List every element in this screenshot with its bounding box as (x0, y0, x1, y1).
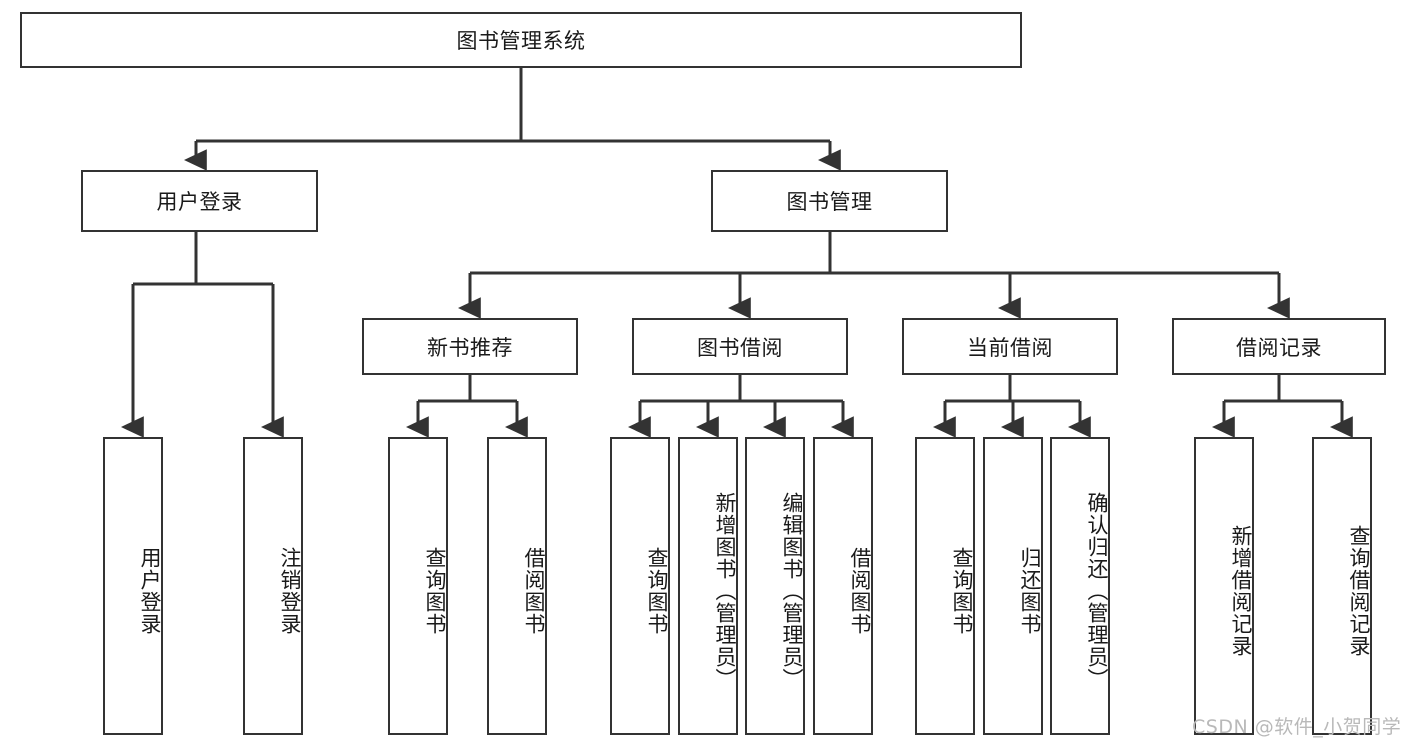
node-label: 借阅记录 (1236, 335, 1322, 360)
node-label: 归还图书 (1018, 547, 1042, 635)
node-leaf-3[interactable]: 借阅图书 (487, 437, 547, 735)
node-leaf-6[interactable]: 编辑图书（管理员） (745, 437, 805, 735)
node-leaf-10[interactable]: 确认归还（管理员） (1050, 437, 1110, 735)
node-level3-3[interactable]: 借阅记录 (1172, 318, 1386, 375)
node-label: 用户登录 (138, 547, 162, 635)
node-label: 用户登录 (156, 190, 243, 214)
node-leaf-0[interactable]: 用户登录 (103, 437, 163, 735)
node-label: 注销登录 (278, 547, 302, 635)
node-level3-0[interactable]: 新书推荐 (362, 318, 578, 375)
node-level3-1[interactable]: 图书借阅 (632, 318, 848, 375)
node-label: 查询图书 (645, 547, 669, 635)
node-leaf-8[interactable]: 查询图书 (915, 437, 975, 735)
node-leaf-2[interactable]: 查询图书 (388, 437, 448, 735)
node-leaf-11[interactable]: 新增借阅记录 (1194, 437, 1254, 735)
node-label: 图书管理 (786, 190, 873, 214)
node-label: 图书借阅 (697, 335, 783, 360)
node-leaf-5[interactable]: 新增图书（管理员） (678, 437, 738, 735)
node-label: 确认归还（管理员） (1085, 492, 1109, 690)
node-leaf-9[interactable]: 归还图书 (983, 437, 1043, 735)
node-label: 借阅图书 (848, 547, 872, 635)
node-label: 新增图书（管理员） (713, 492, 737, 690)
node-leaf-1[interactable]: 注销登录 (243, 437, 303, 735)
node-label: 新增借阅记录 (1229, 525, 1253, 657)
csdn-watermark: CSDN @软件_小贺同学 (1192, 716, 1402, 738)
node-leaf-12[interactable]: 查询借阅记录 (1312, 437, 1372, 735)
node-label: 查询借阅记录 (1347, 525, 1371, 657)
node-label: 编辑图书（管理员） (780, 492, 804, 690)
node-level2-0[interactable]: 用户登录 (81, 170, 318, 232)
node-label: 查询图书 (950, 547, 974, 635)
node-level2-1[interactable]: 图书管理 (711, 170, 948, 232)
node-leaf-7[interactable]: 借阅图书 (813, 437, 873, 735)
node-label: 图书管理系统 (456, 29, 586, 53)
node-label: 当前借阅 (967, 335, 1053, 360)
node-label: 查询图书 (423, 547, 447, 635)
node-label: 借阅图书 (522, 547, 546, 635)
node-leaf-4[interactable]: 查询图书 (610, 437, 670, 735)
node-root-图书管理系统[interactable]: 图书管理系统 (20, 12, 1022, 68)
node-label: 新书推荐 (427, 335, 513, 360)
node-level3-2[interactable]: 当前借阅 (902, 318, 1118, 375)
